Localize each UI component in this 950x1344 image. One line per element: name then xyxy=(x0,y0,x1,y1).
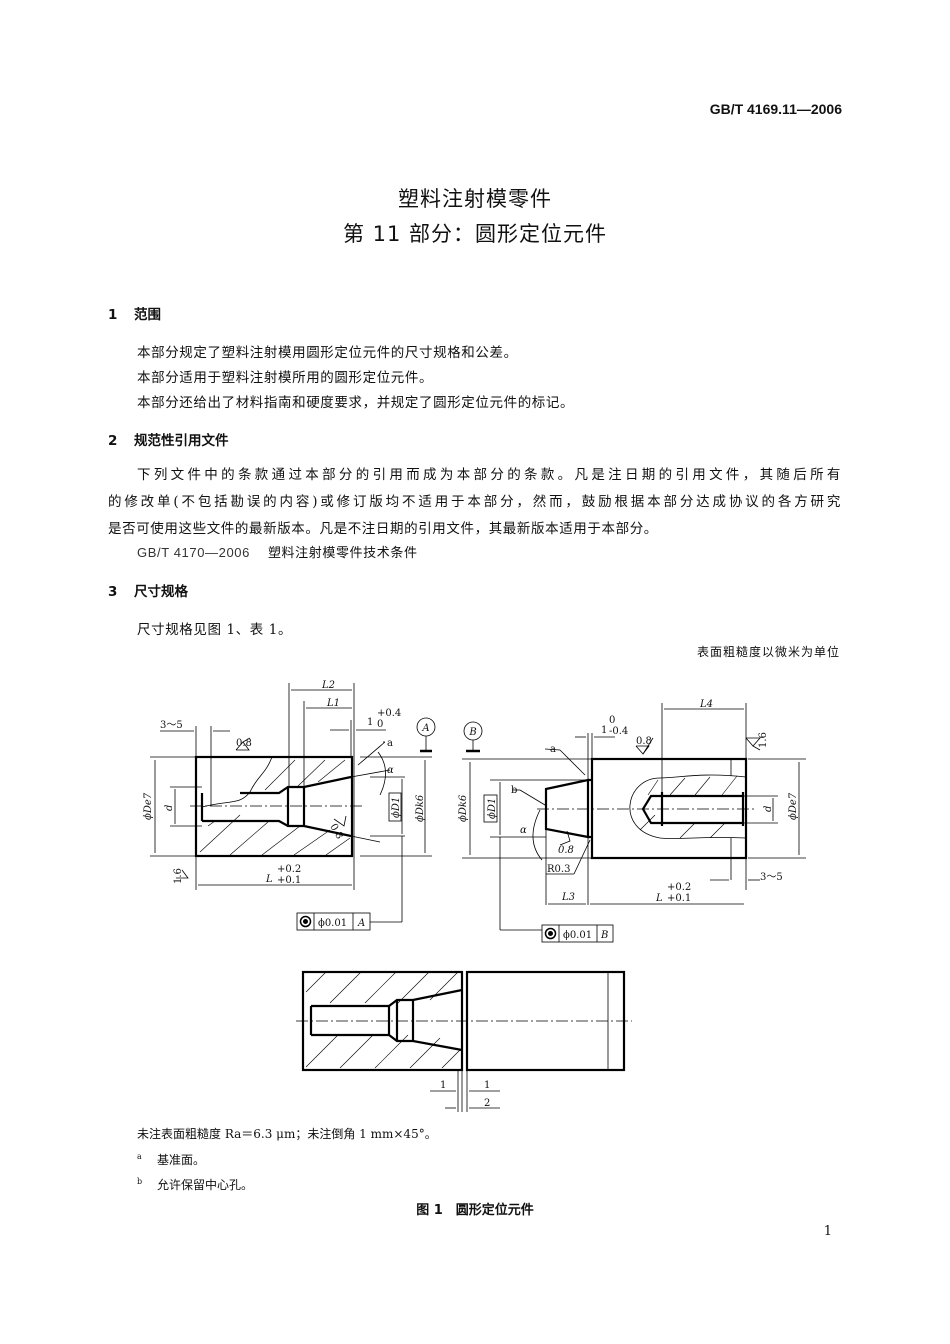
footnote-mark: b xyxy=(137,1177,143,1186)
title-line-1: 塑料注射模零件 xyxy=(398,187,552,211)
tolerance-datum: A xyxy=(357,918,365,929)
unit-note: 表面粗糙度以微米为单位 xyxy=(696,645,840,659)
dim-l-label: L xyxy=(265,874,273,885)
dim-d-label: d xyxy=(164,805,175,811)
dim-l4-label: L4 xyxy=(699,699,713,710)
paragraph-line: 是否可使用这些文件的最新版本。凡是不注日期的引用文件，其最新版本适用于本部分。 xyxy=(108,521,658,537)
datum-b-label: B xyxy=(468,727,476,738)
dim-d1-label: ϕD1 xyxy=(487,798,498,819)
footnote-text: 基准面。 xyxy=(157,1153,206,1167)
section-number: 2 xyxy=(108,433,118,449)
section-3-heading: 3 尺寸规格 xyxy=(108,580,188,600)
roughness-label: 0.8 xyxy=(236,738,252,749)
hatching xyxy=(199,759,351,856)
paragraph-line: 下列文件中的条款通过本部分的引用而成为本部分的条款。凡是注日期的引用文件，其随后… xyxy=(137,467,841,483)
dim-d-label: d xyxy=(763,806,774,812)
note-a-marker: a xyxy=(550,744,556,755)
section-title: 范围 xyxy=(134,307,161,323)
tolerance-frame-b: ϕ0.01 B xyxy=(541,924,614,943)
section-number: 1 xyxy=(108,307,118,323)
dim-range-label: 3～5 xyxy=(160,720,183,731)
footnote-text: 允许保留中心孔。 xyxy=(157,1178,254,1192)
radius-label: R0.3 xyxy=(547,864,570,875)
tolerance-value: ϕ0.01 xyxy=(563,930,592,941)
note-a-marker: a xyxy=(387,738,393,749)
left-part-drawing: A L2 L1 3～5 1 +0.4 0 a α 0.8 0.8 1.6 ϕDe… xyxy=(143,680,436,931)
roughness-label: 1.6 xyxy=(173,868,184,884)
footnote-mark: a xyxy=(137,1152,142,1161)
figure-caption: 图 1 圆形定位元件 xyxy=(416,1203,534,1218)
general-note: 未注表面粗糙度 Ra＝6.3 μm；未注倒角 1 mm×45°。 xyxy=(137,1127,437,1141)
section-number: 3 xyxy=(108,584,118,600)
section-1-heading: 1 范围 xyxy=(108,303,161,323)
dim-de7-label: ϕDe7 xyxy=(788,792,799,820)
tolerance-value: ϕ0.01 xyxy=(318,918,347,929)
tol-upper: +0.4 xyxy=(377,708,401,719)
assembly-drawing: 1 1 2 xyxy=(296,970,632,1112)
footnote-a: a 基准面。 xyxy=(137,1151,205,1168)
reference-title: 塑料注射模零件技术条件 xyxy=(267,546,418,561)
datum-a-label: A xyxy=(421,723,429,734)
reference-code: GB/T 4170—2006 xyxy=(137,545,250,560)
section-title: 尺寸规格 xyxy=(134,584,188,600)
dim-l1-label: L1 xyxy=(326,698,340,709)
footnote-b: b 允许保留中心孔。 xyxy=(137,1176,253,1193)
dim-l2-label: L2 xyxy=(321,680,335,691)
dim-l3-label: L3 xyxy=(561,892,575,903)
dim-1-label: 1 xyxy=(484,1080,490,1091)
section-title: 规范性引用文件 xyxy=(134,433,229,449)
paragraph: 尺寸规格见图 1、表 1。 xyxy=(137,622,293,638)
paragraph: 本部分还给出了材料指南和硬度要求，并规定了圆形定位元件的标记。 xyxy=(137,395,575,411)
dim-d1-label: ϕD1 xyxy=(391,797,402,818)
dim-1-label: 1 xyxy=(601,725,607,736)
tol-upper: +0.2 xyxy=(667,882,691,893)
angle-alpha-label: α xyxy=(387,765,394,776)
tolerance-frame-a: ϕ0.01 A xyxy=(296,912,371,931)
section-2-heading: 2 规范性引用文件 xyxy=(108,429,229,449)
concentricity-icon xyxy=(544,927,557,940)
right-part-drawing: B L4 1 0 -0.4 0.8 1.6 a b ϕDk6 ϕD1 α 0.8… xyxy=(458,699,806,943)
dim-l-label: L xyxy=(655,893,663,904)
roughness-label: 1.6 xyxy=(758,732,769,748)
note-b-marker: b xyxy=(511,785,517,796)
tol-lower: 0 xyxy=(377,719,383,730)
paragraph: 本部分规定了塑料注射模用圆形定位元件的尺寸规格和公差。 xyxy=(137,345,518,361)
roughness-label: 0.8 xyxy=(558,845,574,856)
paragraph-line: 的修改单(不包括勘误的内容)或修订版均不适用于本部分，然而，鼓励根据本部分达成协… xyxy=(108,494,841,510)
dim-1-label: 1 xyxy=(367,717,373,728)
dim-range-label: 3～5 xyxy=(760,872,783,883)
concentricity-icon xyxy=(299,915,312,928)
roughness-label: 0.8 xyxy=(636,736,652,747)
tol-lower: +0.1 xyxy=(667,893,691,904)
dim-dk6-label: ϕDk6 xyxy=(415,794,426,822)
dim-1-label: 1 xyxy=(440,1080,446,1091)
dim-2-label: 2 xyxy=(484,1098,490,1109)
page-number: 1 xyxy=(823,1224,832,1239)
tol-upper: 0 xyxy=(609,715,615,726)
dim-dk6-label: ϕDk6 xyxy=(458,794,469,822)
tolerance-datum: B xyxy=(600,930,608,941)
reference-item: GB/T 4170—2006 塑料注射模零件技术条件 xyxy=(137,542,418,561)
paragraph: 本部分适用于塑料注射模所用的圆形定位元件。 xyxy=(137,370,434,386)
standard-number: GB/T 4169.11—2006 xyxy=(709,101,842,117)
tol-lower: -0.4 xyxy=(609,726,628,737)
title-line-2: 第 11 部分：圆形定位元件 xyxy=(342,222,608,246)
tol-lower: +0.1 xyxy=(277,875,301,886)
tol-upper: +0.2 xyxy=(277,864,301,875)
dim-de7-label: ϕDe7 xyxy=(143,792,154,820)
angle-alpha-label: α xyxy=(520,825,527,836)
